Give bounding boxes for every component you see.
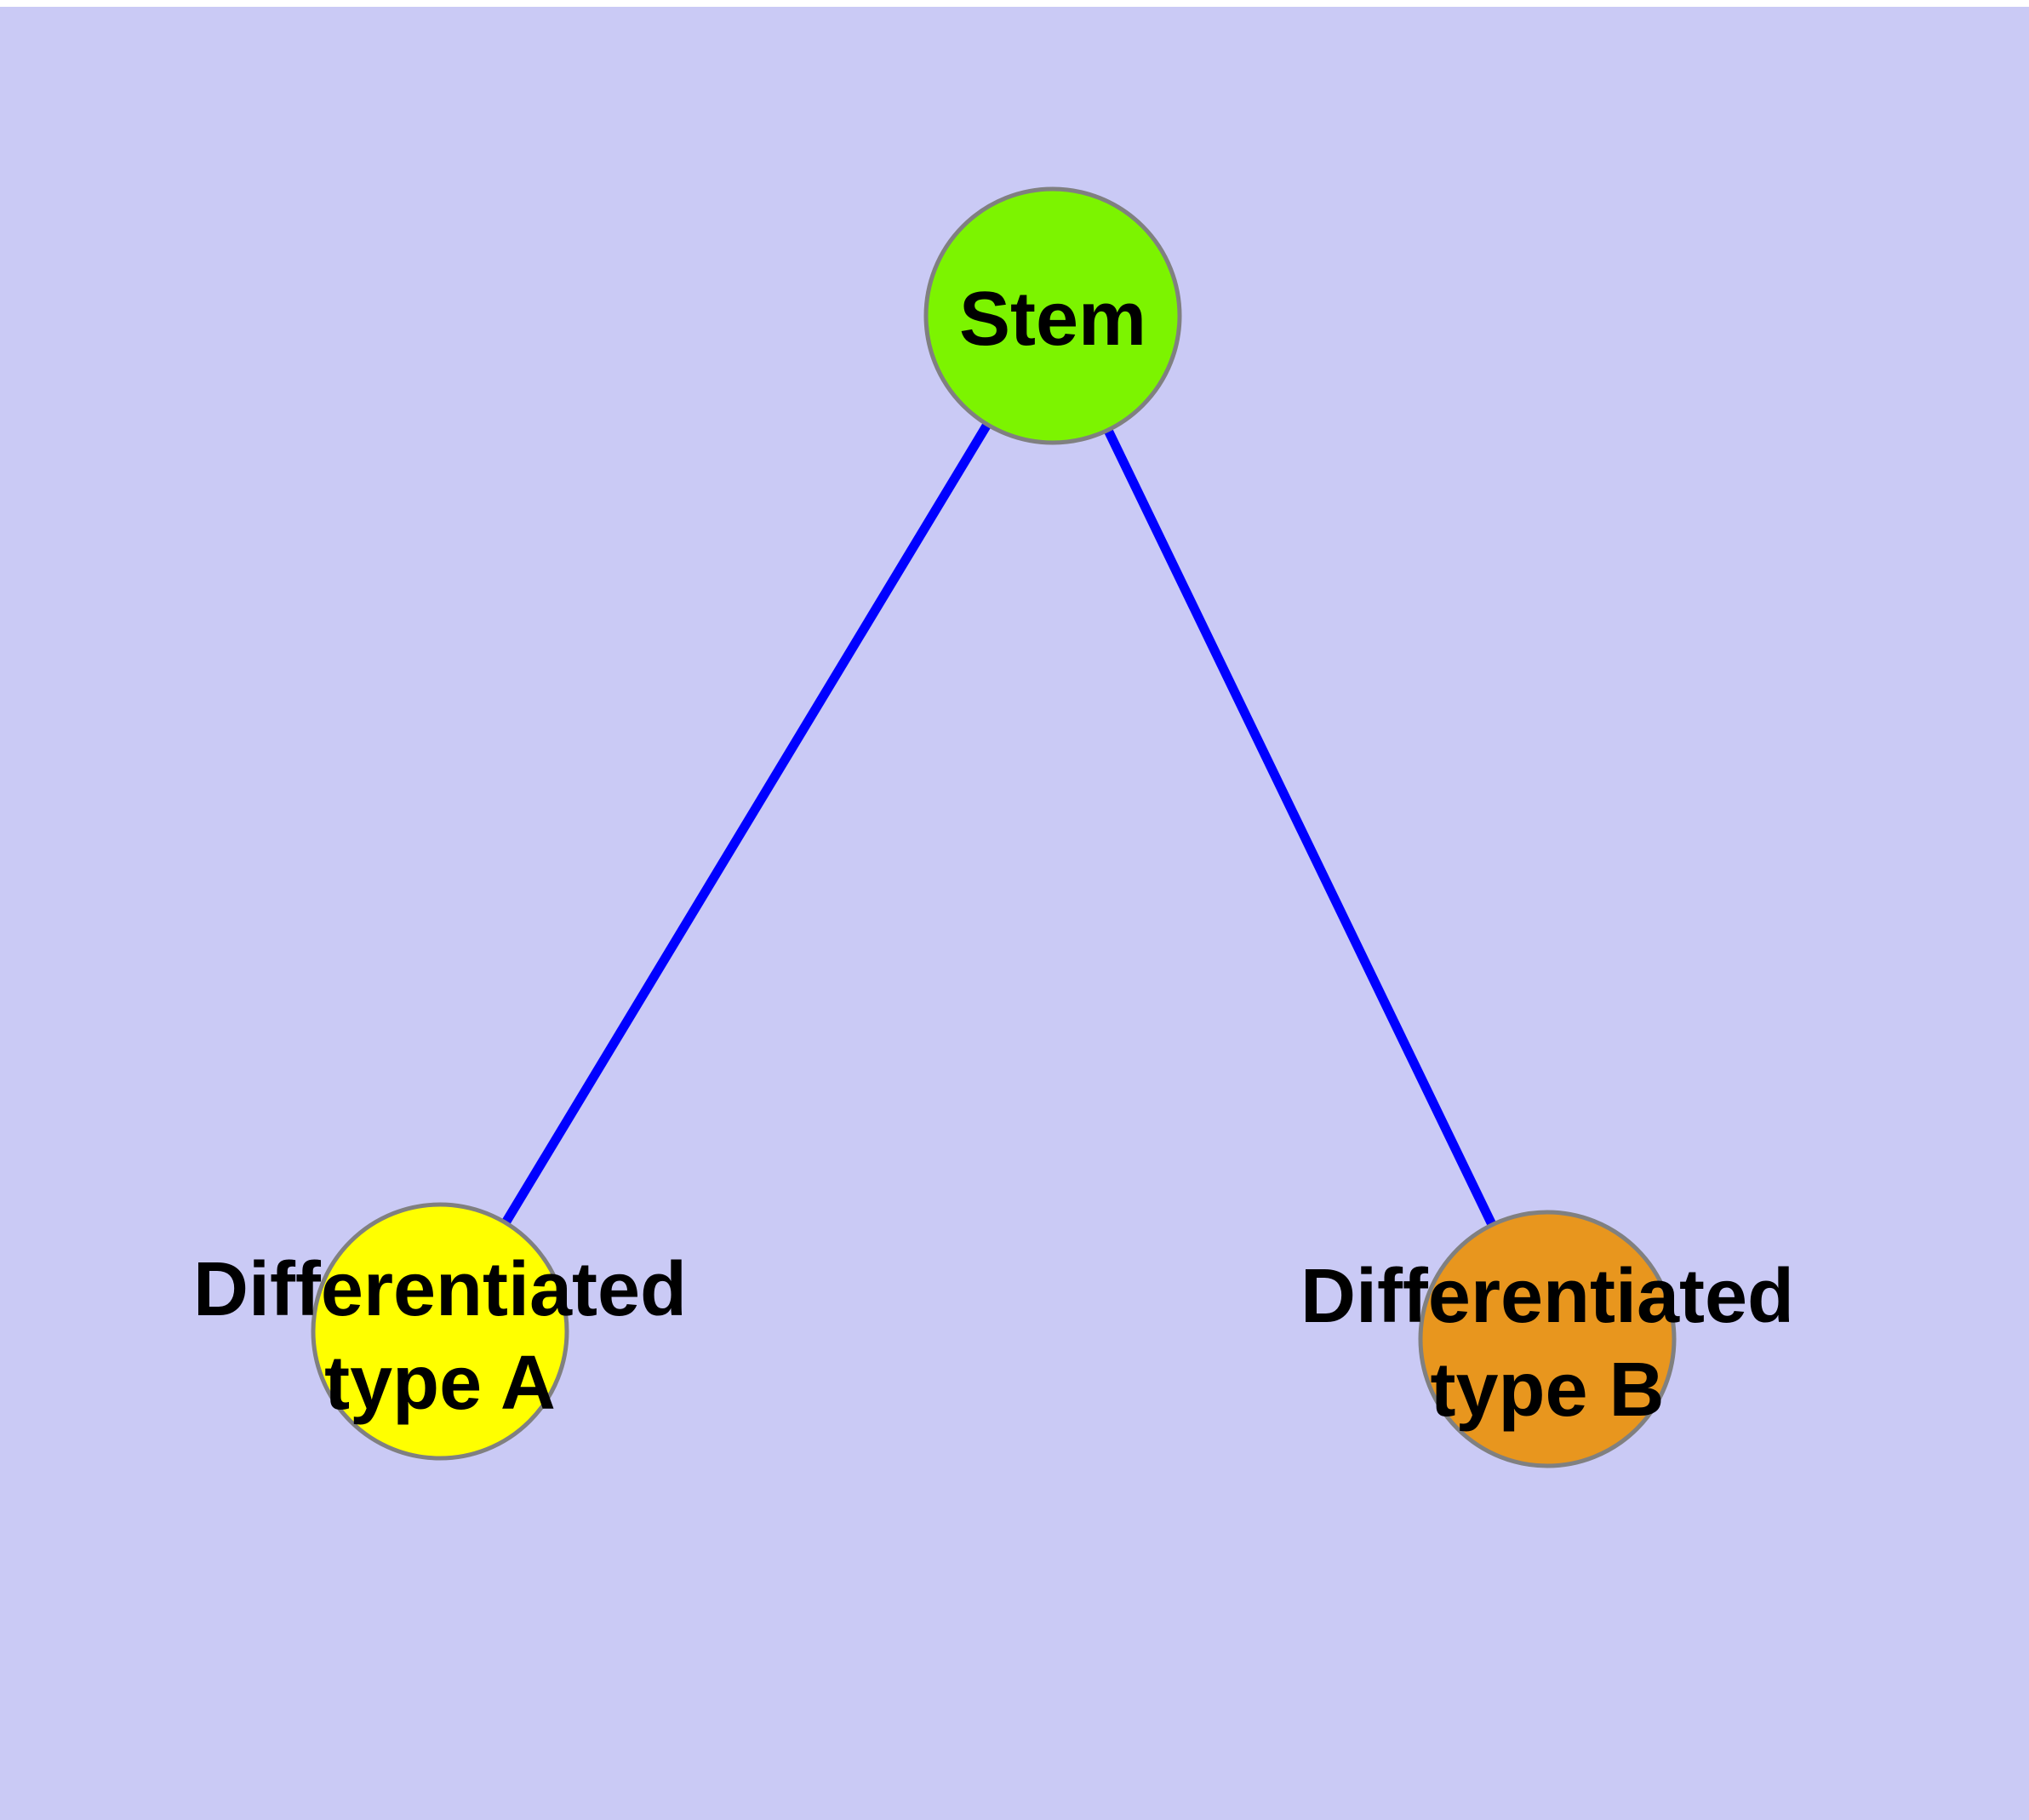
node-stem-label: Stem	[959, 277, 1146, 362]
node-type-a-label-line1: Differentiated	[193, 1247, 687, 1332]
node-differentiated-type-b	[1418, 1210, 1677, 1468]
edge-stem-to-type-a	[436, 313, 1057, 1334]
node-type-a-label-line2: type A	[324, 1341, 556, 1426]
node-differentiated-type-a	[311, 1202, 569, 1461]
node-type-b-label-line1: Differentiated	[1300, 1254, 1794, 1339]
node-type-b-label-line2: type B	[1430, 1348, 1664, 1433]
edge-stem-to-type-b	[1049, 313, 1552, 1342]
node-stem	[923, 186, 1182, 445]
